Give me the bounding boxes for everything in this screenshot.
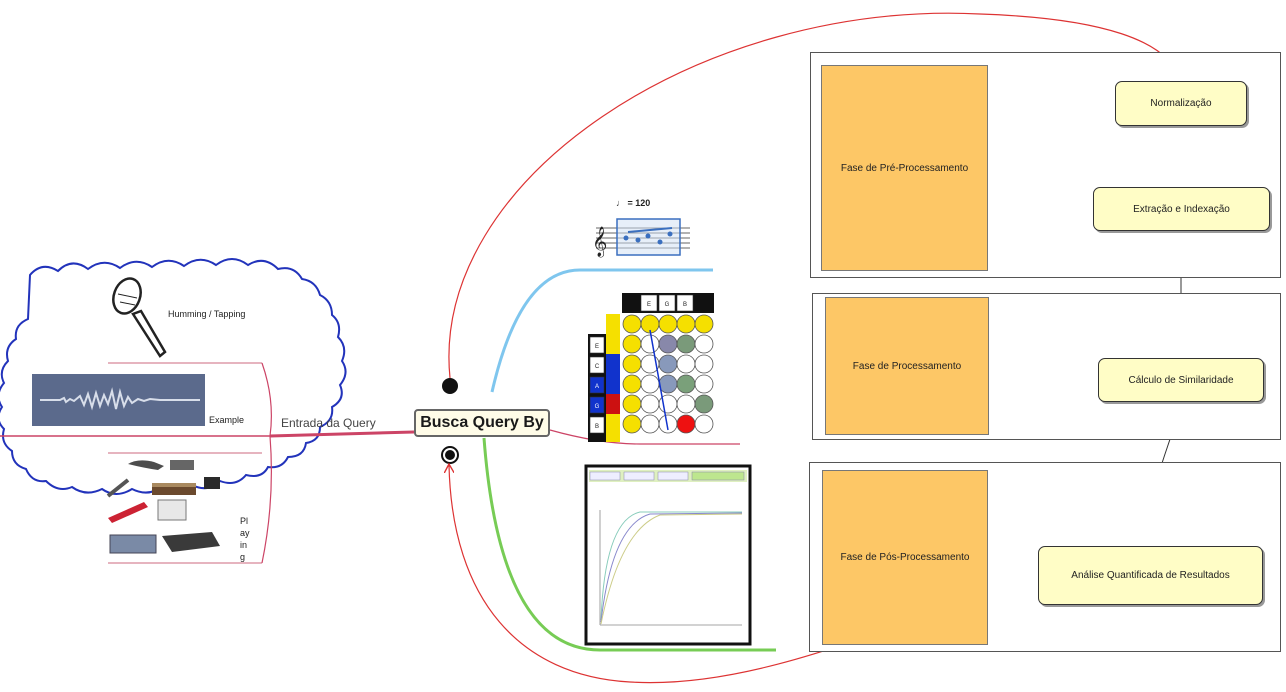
tempo-marking: ♩ = 120 xyxy=(616,198,651,208)
microphone-icon xyxy=(112,277,167,358)
grid-left-letter: C xyxy=(595,364,600,370)
waveform-image xyxy=(32,374,205,426)
grid-top-letter: G xyxy=(665,302,670,308)
grid-left-letter: B xyxy=(595,424,599,430)
results-analysis-step[interactable]: Análise Quantificada de Resultados xyxy=(1038,546,1263,605)
grid-top-letter: E xyxy=(647,302,651,308)
post-processing-phase-label: Fase de Pós-Processamento xyxy=(840,552,970,563)
center-topic-label: Busca Query By xyxy=(420,414,544,431)
example-label: Example xyxy=(209,415,245,425)
center-topic-node[interactable]: Busca Query By xyxy=(414,409,550,437)
feedback-arrow-top xyxy=(448,12,1180,379)
humming-tapping-label: Humming / Tapping xyxy=(168,309,246,319)
normalization-step-label: Normalização xyxy=(1150,98,1212,109)
svg-text:𝄞: 𝄞 xyxy=(592,226,607,258)
grid-left-letter: E xyxy=(595,344,599,350)
processing-phase-box: Fase de Processamento xyxy=(825,297,989,435)
similarity-step[interactable]: Cálculo de Similaridade xyxy=(1098,358,1264,402)
similarity-step-label: Cálculo de Similaridade xyxy=(1128,374,1234,386)
note-grid-image: E G B E C A G B xyxy=(588,293,714,442)
chart-screenshot-image xyxy=(584,464,752,646)
music-staff-image: 𝄞 xyxy=(592,218,690,258)
query-cloud-outline xyxy=(0,258,347,495)
grid-top-letter: B xyxy=(683,302,687,308)
normalization-step[interactable]: Normalização xyxy=(1115,81,1247,126)
query-input-branch-label: Entrada da Query xyxy=(281,416,376,430)
extraction-indexing-step-label: Extração e Indexação xyxy=(1133,203,1230,215)
processing-phase-label: Fase de Processamento xyxy=(852,360,962,372)
pre-processing-phase-box: Fase de Pré-Processamento xyxy=(821,65,988,271)
playing-label: Playing xyxy=(240,516,250,562)
connector-dot-top xyxy=(442,378,458,394)
grid-left-letter: A xyxy=(595,384,599,390)
pre-processing-phase-label: Fase de Pré-Processamento xyxy=(840,162,969,174)
instruments-image xyxy=(106,460,220,554)
post-processing-phase-box: Fase de Pós-Processamento xyxy=(822,470,988,645)
grid-left-letter: G xyxy=(595,404,600,410)
extraction-indexing-step[interactable]: Extração e Indexação xyxy=(1093,187,1270,231)
results-analysis-step-label: Análise Quantificada de Resultados xyxy=(1071,570,1230,581)
